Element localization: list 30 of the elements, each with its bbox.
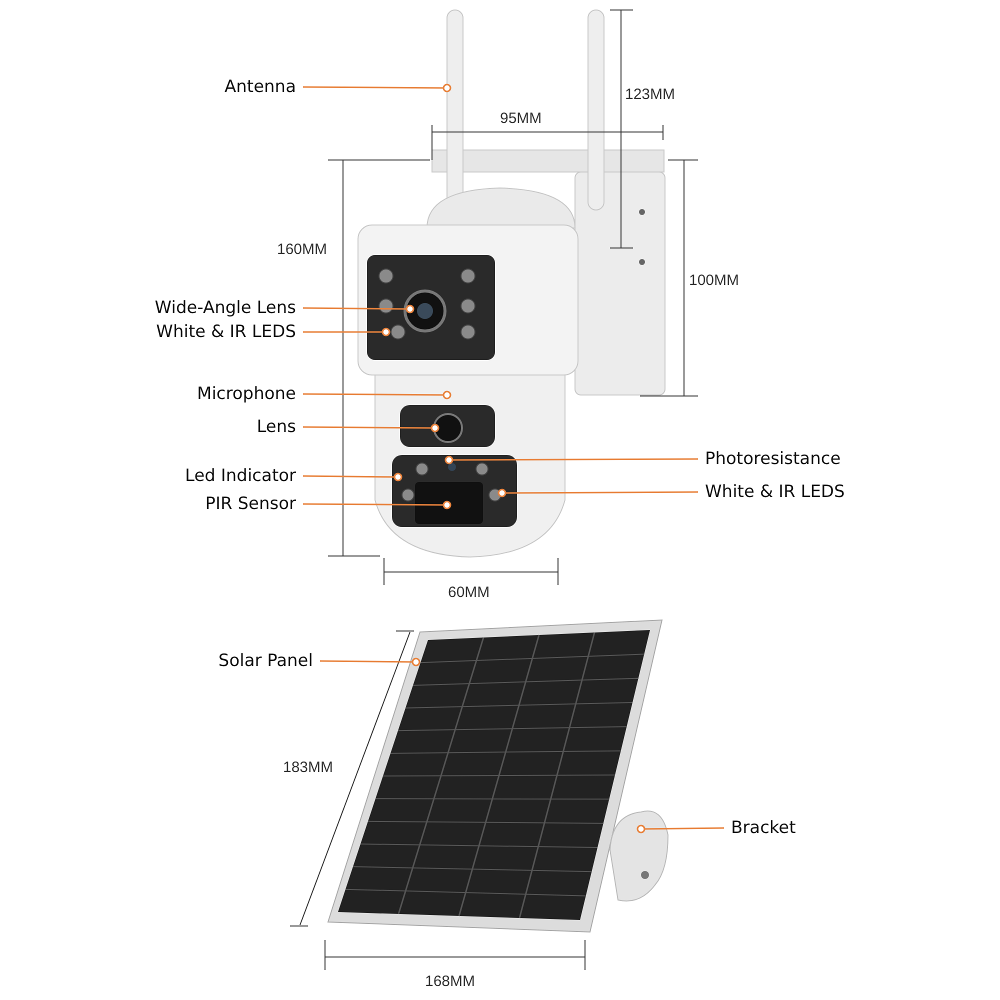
dimension-label: 95MM <box>500 110 542 128</box>
dimension-label: 160MM <box>277 241 328 259</box>
callout-label: White & IR LEDS <box>705 482 845 502</box>
leader-line <box>636 824 724 834</box>
callout-label: Microphone <box>197 384 296 404</box>
wall-bracket-drawing <box>610 810 668 902</box>
dimension-label: 168MM <box>425 973 476 991</box>
callout-label: PIR Sensor <box>205 494 296 514</box>
callout-label: White & IR LEDS <box>156 322 296 342</box>
dimension-label: 100MM <box>689 272 740 290</box>
leader-line <box>303 390 452 400</box>
callout-label: Antenna <box>224 77 296 97</box>
callout-label: Bracket <box>731 818 796 838</box>
leader-line <box>444 456 698 464</box>
callout-label: Solar Panel <box>218 651 313 671</box>
leader-line <box>320 658 420 666</box>
leader-line <box>303 84 452 92</box>
callout-label: Wide-Angle Lens <box>154 298 296 318</box>
leader-line <box>303 328 390 336</box>
callout-label: Photoresistance <box>705 449 841 469</box>
dimension-label: 123MM <box>625 86 676 104</box>
dimension-label: 60MM <box>448 584 490 602</box>
callout-label: Lens <box>256 417 296 437</box>
leader-line <box>303 424 440 432</box>
leader-line <box>303 304 414 314</box>
dimension-label: 183MM <box>283 759 334 777</box>
callout-label: Led Indicator <box>185 466 296 486</box>
leader-line <box>303 472 402 482</box>
leader-line <box>303 500 452 510</box>
leader-line <box>498 488 698 498</box>
